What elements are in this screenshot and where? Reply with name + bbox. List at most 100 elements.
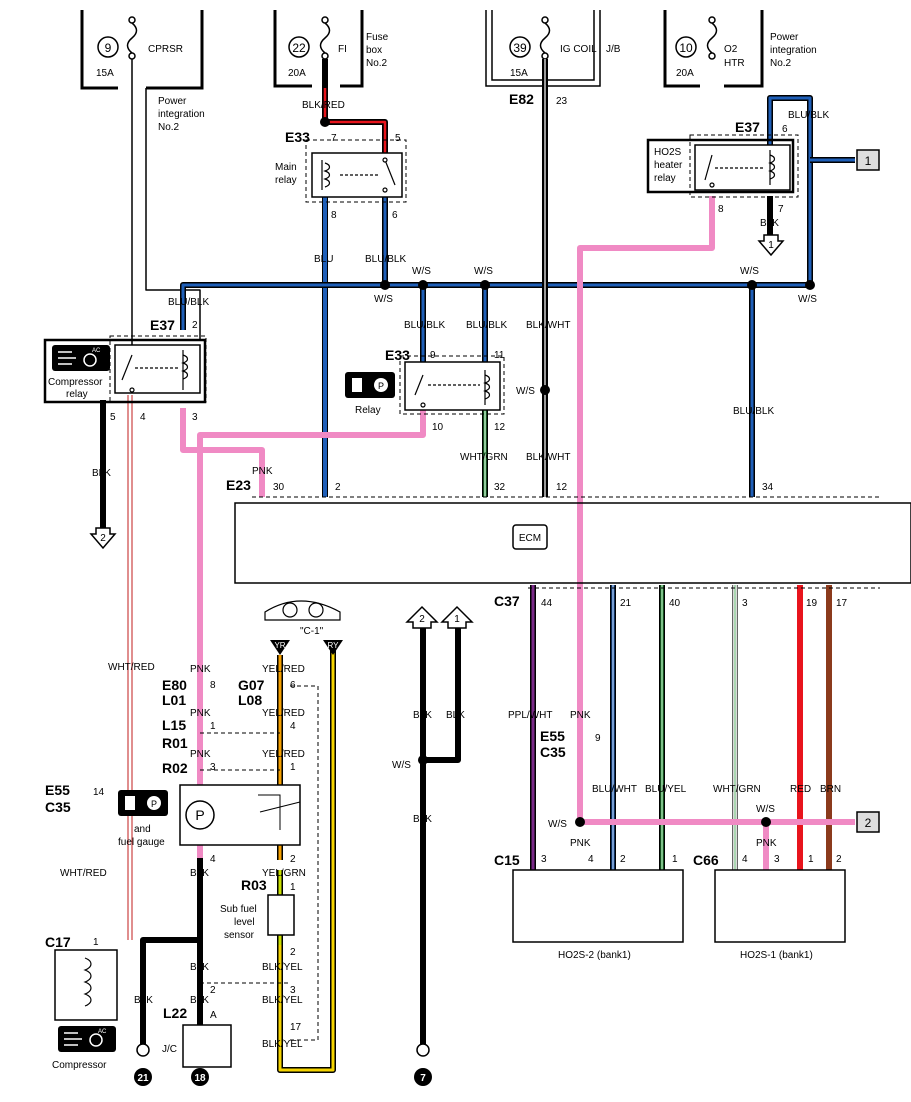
pin: 9: [595, 733, 601, 744]
wire-label: WHT/RED: [108, 662, 155, 673]
pin: 34: [762, 482, 774, 493]
gauge-resistor-icon: [258, 794, 301, 830]
fuse-9-number: 9: [105, 41, 112, 55]
wire-label: W/S: [374, 294, 393, 305]
ho2s-relay-label-3: relay: [654, 173, 676, 184]
pin: 3: [290, 985, 296, 996]
wire-label: BLU: [314, 254, 333, 265]
arrow-ref-2b: 2: [419, 614, 425, 625]
conn-e55-right: E55: [540, 728, 565, 744]
fuel-pump-icon-gauge: P: [118, 790, 168, 816]
wire-label: W/S: [474, 266, 493, 277]
wire-label: WHT/RED: [60, 868, 107, 879]
conn-r01: R01: [162, 735, 188, 751]
ac-icon-compressor: AC: [58, 1026, 116, 1052]
conn-c17: C17: [45, 934, 71, 950]
wire-label: BLK: [134, 995, 153, 1006]
pin: 1: [290, 762, 296, 773]
ac-icon: AC: [52, 345, 110, 371]
ref-1: 1: [865, 154, 872, 168]
connector-labels: E33 E82 E37 E37 E33 E23 C37 E80 L01 L15 …: [45, 91, 760, 1021]
wire-label: W/S: [798, 294, 817, 305]
wire-label: BLK: [190, 995, 209, 1006]
wire-label: BLU/BLK: [788, 110, 829, 121]
conn-e80: E80: [162, 677, 187, 693]
pump-motor-icon-p: P: [195, 807, 204, 823]
pin: 3: [774, 854, 780, 865]
grounds: [134, 1043, 432, 1086]
pin: 1: [672, 854, 678, 865]
jc-label: J/C: [162, 1044, 177, 1055]
fuse-22-name: FI: [338, 44, 347, 55]
compressor-box: [54, 949, 118, 1021]
wire-label: BRN: [820, 784, 841, 795]
ground-18: 18: [194, 1073, 206, 1084]
conn-r03: R03: [241, 877, 267, 893]
power-integration-note-left-3: No.2: [158, 122, 180, 133]
wire-label: PNK: [252, 466, 273, 477]
ho2s-relay-label: HO2S: [654, 147, 682, 158]
ref-2: 2: [865, 816, 872, 830]
pin: 4: [210, 854, 216, 865]
conn-l15: L15: [162, 717, 186, 733]
wire-label: BLU/YEL: [645, 784, 687, 795]
power-integration-note-right-2: integration: [770, 45, 817, 56]
fuse-symbols: [97, 16, 718, 60]
conn-e23: E23: [226, 477, 251, 493]
sub-fuel-label-2: level: [234, 917, 255, 928]
wire-label: WHT/GRN: [713, 784, 761, 795]
pin: 17: [836, 598, 848, 609]
ac-icon-label: AC: [92, 348, 101, 354]
pin: 17: [290, 1022, 302, 1033]
pin: 2: [290, 854, 296, 865]
pin: 1: [290, 882, 296, 893]
fuse-box-note: Fuse: [366, 32, 389, 43]
ac-icon-compressor-label: AC: [98, 1029, 107, 1035]
pin: 12: [494, 422, 506, 433]
pin: 23: [556, 96, 568, 107]
pin: 4: [290, 721, 296, 732]
wire-label: BLK: [190, 962, 209, 973]
pin: 40: [669, 598, 681, 609]
pin: 6: [290, 680, 296, 691]
ry-marker: [323, 640, 343, 655]
pin: 5: [110, 412, 116, 423]
wire-label: W/S: [412, 266, 431, 277]
fuel-pump-icon-relay: P: [345, 372, 395, 398]
yr-marker: [270, 640, 290, 655]
arrow-ref-1: 1: [768, 240, 774, 251]
pin: 12: [556, 482, 568, 493]
wire-label: W/S: [392, 760, 411, 771]
wire-label: BLK/YEL: [262, 995, 303, 1006]
splice-points: [320, 117, 815, 827]
conn-e33-relay: E33: [385, 347, 410, 363]
wire-label: BLK/RED: [302, 100, 345, 111]
fuse-22-number: 22: [292, 41, 306, 55]
jc-box: [182, 1024, 232, 1068]
pin: 19: [806, 598, 818, 609]
pin: 8: [331, 210, 337, 221]
pin: 3: [742, 598, 748, 609]
conn-l01: L01: [162, 692, 186, 708]
c1-label: "C-1": [300, 626, 324, 637]
wire-label: BLK/WHT: [526, 320, 570, 331]
wire-label: YEL/GRN: [262, 868, 306, 879]
ho2s2-label: HO2S-2 (bank1): [558, 950, 631, 961]
main-relay-label-2: relay: [275, 175, 297, 186]
fuse-10-name2: HTR: [724, 58, 745, 69]
conn-c35-right: C35: [540, 744, 566, 760]
fuel-pump-icon-relay-p: P: [378, 381, 384, 391]
wire-label: PNK: [190, 708, 211, 719]
compressor-relay-label: Compressor: [48, 377, 103, 388]
pin: 2: [836, 854, 842, 865]
wire-label: BLK: [92, 468, 111, 479]
conn-c66: C66: [693, 852, 719, 868]
wire-label: BLU/BLK: [365, 254, 406, 265]
fuse-39-amp: 15A: [510, 68, 528, 79]
fuel-gauge-label: and: [134, 824, 151, 835]
wire-label: PNK: [190, 664, 211, 675]
pin: 2: [290, 947, 296, 958]
pin: 1: [93, 937, 99, 948]
pin: 11: [494, 350, 505, 361]
conn-g07: G07: [238, 677, 265, 693]
